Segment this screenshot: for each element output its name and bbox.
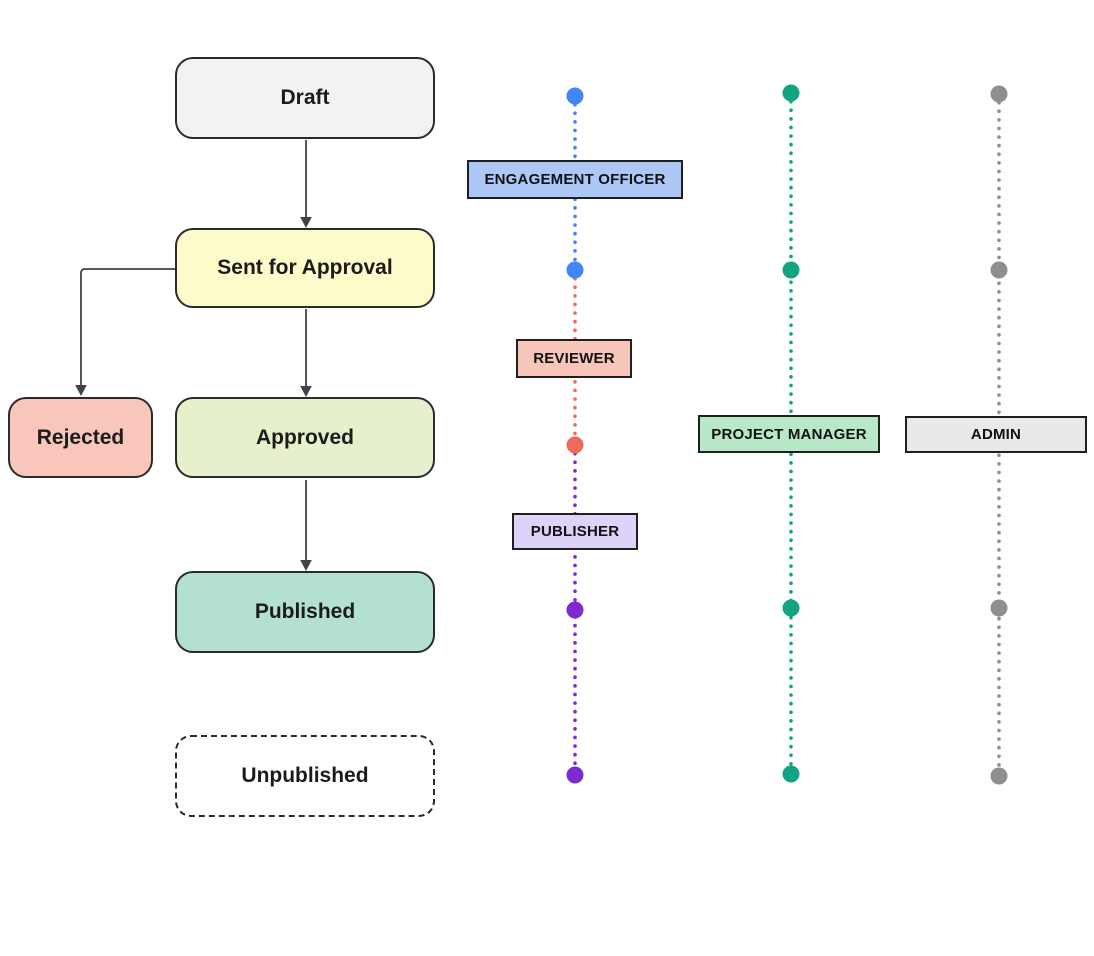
arrowhead-approved-to-published-icon xyxy=(300,560,312,571)
node-draft: Draft xyxy=(175,57,435,139)
node-rejected-label: Rejected xyxy=(36,425,125,449)
role-label-engagement-officer: ENGAGEMENT OFFICER xyxy=(467,160,683,199)
node-approved-label: Approved xyxy=(255,425,354,449)
node-draft-label: Draft xyxy=(280,86,330,109)
node-rejected: Rejected xyxy=(8,397,153,478)
role-label-engagement-officer-text: ENGAGEMENT OFFICER xyxy=(484,171,666,188)
role-label-admin: ADMIN xyxy=(905,416,1087,453)
edge-arrows xyxy=(75,140,312,571)
node-unpublished: Unpublished xyxy=(175,735,435,817)
node-published-label: Published xyxy=(254,600,356,623)
role-label-publisher: PUBLISHER xyxy=(512,513,638,550)
role-label-publisher-text: PUBLISHER xyxy=(530,523,620,540)
node-sent-for-approval-label: Sent for Approval xyxy=(217,256,393,279)
milestone-dot-draft-pm xyxy=(782,84,800,102)
node-approved: Approved xyxy=(175,397,435,478)
milestone-dot-sent-pm xyxy=(782,261,800,279)
role-label-project-manager: PROJECT MANAGER xyxy=(698,415,880,453)
milestone-dot-unpublished-pm xyxy=(782,765,800,783)
milestone-dot-sent-admin xyxy=(990,261,1008,279)
node-unpublished-label: Unpublished xyxy=(241,764,369,787)
arrowhead-sent-to-approved-icon xyxy=(300,386,312,397)
milestone-dot-unpublished-admin xyxy=(990,767,1008,785)
node-sent-for-approval: Sent for Approval xyxy=(175,228,435,308)
arrowhead-draft-to-sent-icon xyxy=(300,217,312,228)
role-label-admin-text: ADMIN xyxy=(970,426,1022,443)
lane-project-manager xyxy=(782,84,800,783)
arrowhead-sent-to-rejected-icon xyxy=(75,385,87,396)
edge-sent-to-rejected xyxy=(80,268,175,387)
role-label-reviewer-text: REVIEWER xyxy=(533,350,615,367)
role-label-project-manager-text: PROJECT MANAGER xyxy=(711,425,867,443)
milestone-dot-published-publisher xyxy=(566,601,584,619)
lane-admin xyxy=(990,85,1008,785)
milestone-dot-draft-eo xyxy=(566,87,584,105)
node-published: Published xyxy=(175,571,435,653)
milestone-dot-sent-eo xyxy=(566,261,584,279)
milestone-dot-draft-admin xyxy=(990,85,1008,103)
milestone-dot-unpublished-publisher xyxy=(566,766,584,784)
milestone-dot-published-admin xyxy=(990,599,1008,617)
milestone-dot-published-pm xyxy=(782,599,800,617)
role-label-reviewer: REVIEWER xyxy=(516,339,632,378)
milestone-dot-approved-reviewer xyxy=(566,436,584,454)
